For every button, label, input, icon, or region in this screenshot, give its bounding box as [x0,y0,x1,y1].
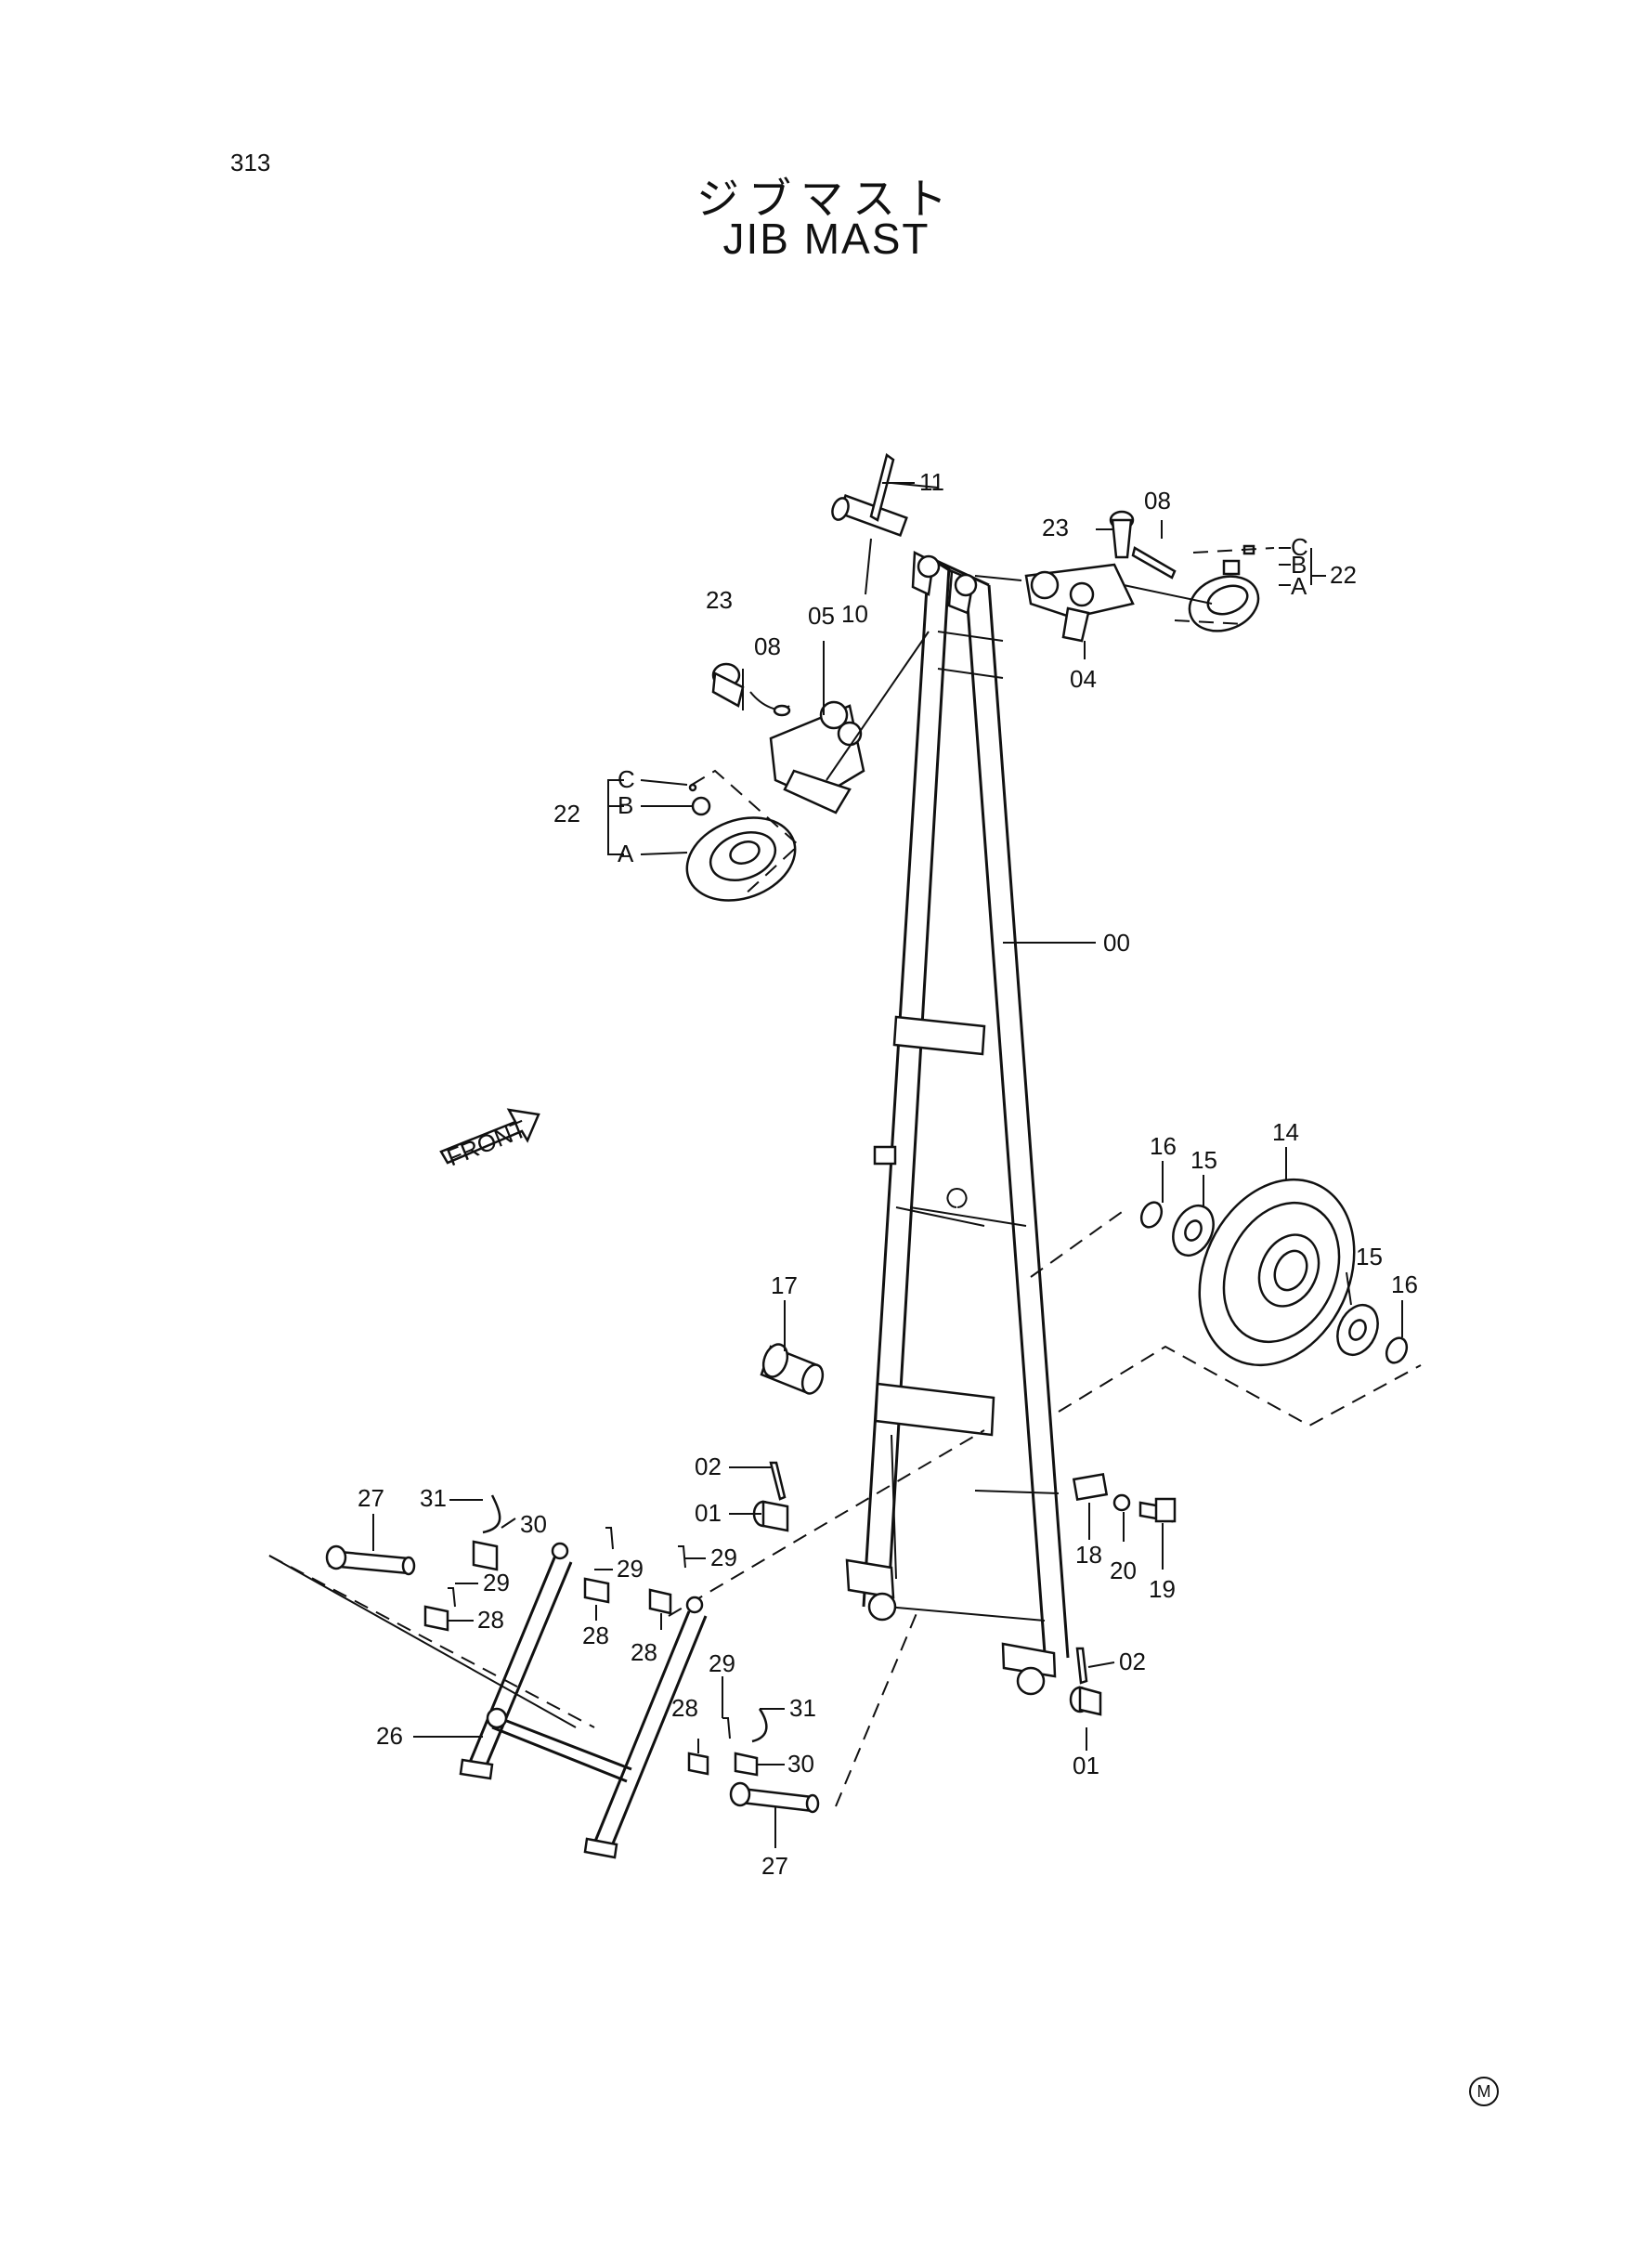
callout-00: 00 [1103,929,1130,957]
callout-C-right: C [1291,533,1308,561]
callout-28-c: 28 [631,1638,657,1666]
title-japanese: ジブマスト [696,174,956,224]
callout-29-c: 29 [710,1544,737,1571]
callout-15-upper: 15 [1190,1146,1217,1174]
callout-17: 17 [771,1271,798,1299]
lower-hardware [668,1429,1177,1716]
callout-27-bottom: 27 [761,1852,788,1880]
callout-28-d: 28 [671,1694,698,1722]
callout-23-right: 23 [1042,514,1069,541]
callout-30-left: 30 [520,1510,547,1538]
front-label: FRONT [443,1114,530,1171]
pin-17 [760,1300,825,1395]
callout-10: 10 [841,600,868,628]
callout-27-left: 27 [358,1484,384,1512]
callout-31-right: 31 [789,1694,816,1722]
right-sheave-assembly [974,510,1275,643]
manual-mark-icon: M [1469,2077,1499,2106]
callout-29-d: 29 [709,1649,735,1677]
callout-28-b: 28 [582,1622,609,1649]
callout-22-left: 22 [553,800,580,827]
callout-14: 14 [1272,1118,1299,1146]
callout-30-right: 30 [787,1750,814,1778]
callout-19: 19 [1149,1575,1176,1603]
title-english: JIB MAST [722,215,930,263]
callout-15-lower: 15 [1356,1243,1383,1270]
callout-31-left: 31 [420,1484,447,1512]
callout-B-left: B [618,791,633,819]
page-number: 313 [230,149,271,176]
callout-B-right: B [1291,551,1307,579]
callout-23-left: 23 [706,586,733,614]
callout-05: 05 [808,602,835,630]
lower-support-frame [268,1494,920,1859]
callout-leaders [372,482,1403,1848]
callout-C-left: C [618,765,635,793]
callout-18: 18 [1075,1541,1102,1569]
callout-02-lower: 02 [1119,1648,1146,1675]
callout-22-right: 22 [1330,561,1357,589]
callout-A-right: A [1291,572,1307,600]
callout-08-left: 08 [754,632,781,660]
callout-16-lower: 16 [1391,1270,1418,1298]
main-sheave-assembly [895,1178,1422,1427]
callout-01-lower: 01 [1073,1752,1099,1779]
callout-28-a: 28 [477,1606,504,1634]
callout-08-right: 08 [1144,487,1171,515]
callout-02-upper: 02 [695,1453,722,1480]
callout-16-upper: 16 [1150,1132,1177,1160]
callout-A-left: A [618,840,634,867]
callout-29-a: 29 [483,1569,510,1596]
callout-20: 20 [1110,1557,1137,1584]
jib-mast-frame [845,551,1070,1696]
front-direction-arrow: FRONT [439,1108,540,1171]
left-sheave-assembly [685,631,930,902]
callout-labels: 00 11 10 05 23 08 23 08 04 C B A 22 C B … [358,468,1418,1880]
callout-29-b: 29 [617,1555,644,1583]
callout-04: 04 [1070,665,1097,693]
pin-assembly-10-11 [831,452,939,595]
callout-11: 11 [919,468,944,496]
callout-26: 26 [376,1722,403,1750]
callout-01-upper: 01 [695,1499,722,1527]
